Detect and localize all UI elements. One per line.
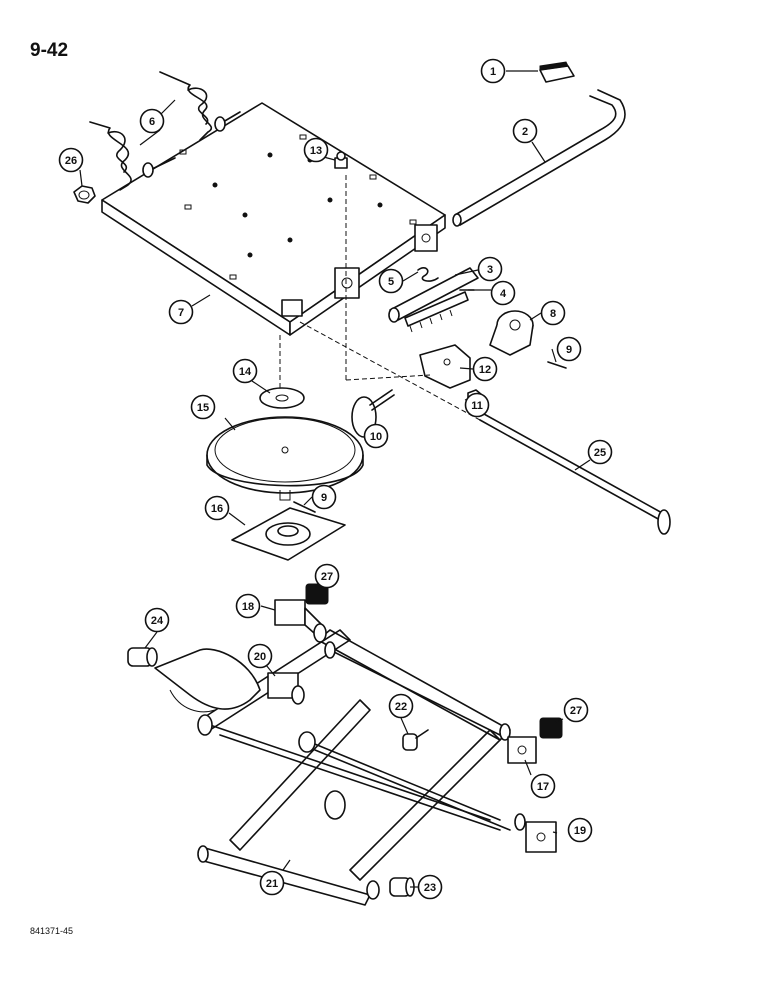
svg-text:27: 27 [570,705,582,717]
svg-text:18: 18 [242,601,254,613]
callout: 21 [259,870,285,896]
svg-text:25: 25 [594,447,606,459]
slide-blocks [267,599,557,853]
svg-text:26: 26 [65,155,77,167]
nut [73,185,96,204]
svg-text:7: 7 [178,307,184,319]
slide-pads [305,583,563,739]
svg-text:21: 21 [266,878,278,890]
large-gear [206,416,364,501]
swivel-base-plate [231,507,346,561]
shock-absorber [154,648,261,713]
callout: 24 [144,607,170,633]
callout: 23 [417,874,443,900]
callout: 4 [490,280,516,306]
callout: 27 [563,697,589,723]
callout: 12 [472,356,498,382]
callout: 6 [139,108,165,134]
adjusting-rod [479,413,671,535]
callout: 9 [311,484,337,510]
svg-text:9: 9 [566,344,572,356]
page-number: 9-42 [30,40,69,61]
scissor-lift-frame [197,629,526,906]
svg-text:22: 22 [395,701,407,713]
callout: 11 [464,392,490,418]
bracket [419,344,471,389]
svg-text:11: 11 [471,400,483,412]
svg-text:15: 15 [197,402,209,414]
svg-text:13: 13 [310,145,322,157]
svg-text:20: 20 [254,651,266,663]
callout: 13 [303,137,329,163]
latch-knob [489,310,534,356]
svg-text:19: 19 [574,825,586,837]
callout: 25 [587,439,613,465]
svg-text:23: 23 [424,882,436,894]
callout: 18 [235,593,261,619]
svg-text:4: 4 [500,288,507,300]
pivot-tubes [142,111,241,178]
svg-text:10: 10 [370,431,382,443]
callout: 9 [556,336,582,362]
svg-text:5: 5 [388,276,394,288]
latch-assembly [388,267,479,333]
svg-text:17: 17 [537,781,549,793]
callout: 3 [477,256,503,282]
callout: 27 [314,563,340,589]
svg-text:3: 3 [487,264,493,276]
callout: 17 [530,773,556,799]
svg-text:8: 8 [550,308,556,320]
callout: 7 [168,299,194,325]
grease-fitting [334,151,348,169]
callout: 14 [232,358,258,384]
seat-base-plate [101,102,446,336]
leader-lines [79,70,591,888]
torsion-springs [89,71,212,191]
callout: 10 [363,423,389,449]
callout: 26 [58,147,84,173]
alignment-lines [279,175,481,421]
washer [259,387,305,409]
svg-text:9: 9 [321,492,327,504]
svg-text:14: 14 [239,366,252,378]
callout: 2 [512,118,538,144]
svg-text:16: 16 [211,503,223,515]
callout: 19 [567,817,593,843]
roll-pin [547,361,567,369]
svg-text:2: 2 [522,126,528,138]
figure-id: 841371-45 [30,926,74,936]
svg-text:12: 12 [479,364,491,376]
adjustment-handle [452,61,626,227]
callout: 8 [540,300,566,326]
callout: 5 [378,268,404,294]
svg-text:24: 24 [151,615,164,627]
mounting-brackets [281,224,438,317]
svg-text:27: 27 [321,571,333,583]
svg-text:6: 6 [149,116,155,128]
callout: 22 [388,693,414,719]
callout: 16 [204,495,230,521]
callout: 20 [247,643,273,669]
callout: 15 [190,394,216,420]
roll-pin [293,501,316,513]
callout: 1 [480,58,506,84]
svg-text:1: 1 [490,66,496,78]
